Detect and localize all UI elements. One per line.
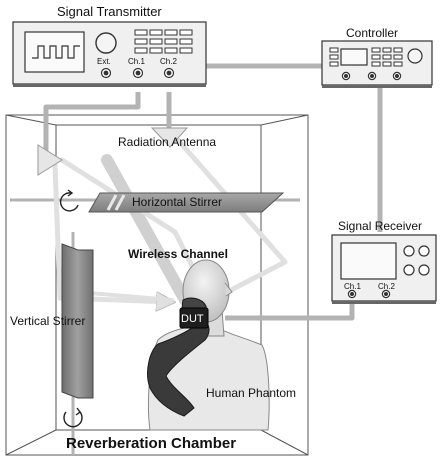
label-dut: DUT	[181, 313, 204, 325]
vertical-stirrer-plate	[61, 243, 94, 399]
controller-screen	[340, 48, 368, 66]
phantom-arm	[147, 321, 210, 417]
tx-antenna-left	[37, 144, 63, 176]
horizontal-stirrer-stripes	[106, 194, 126, 211]
transmitter-connectors	[100, 67, 175, 79]
transmitter-screen	[24, 31, 85, 73]
signal-transmitter	[12, 21, 207, 87]
controller-connectors	[341, 71, 402, 81]
controller	[321, 40, 433, 88]
label-human-phantom: Human Phantom	[206, 386, 296, 400]
controller-buttons	[329, 47, 403, 67]
transmitter-buttons	[134, 29, 193, 54]
label-rx-ch2: Ch.2	[378, 282, 395, 291]
label-radiation-antenna: Radiation Antenna	[118, 135, 216, 149]
label-signal-transmitter: Signal Transmitter	[57, 4, 162, 19]
label-ext: Ext.	[97, 57, 111, 66]
label-rx-ch1: Ch.1	[344, 282, 361, 291]
controller-knob-icon	[407, 48, 423, 64]
label-horizontal-stirrer: Horizontal Stirrer	[132, 195, 222, 209]
receiver-connectors	[347, 289, 391, 299]
square-wave	[32, 45, 80, 59]
vertical-rotation-icon	[63, 407, 83, 428]
receiver-screen	[340, 242, 397, 280]
radiation-antenna-cone	[150, 127, 189, 148]
label-tx-ch2: Ch.2	[160, 57, 177, 66]
label-vertical-stirrer: Vertical Stirrer	[10, 314, 85, 328]
horizontal-rotation-icon	[59, 189, 79, 212]
transmitter-knob-icon	[95, 32, 117, 54]
receiver-knobs	[403, 245, 430, 276]
label-tx-ch1: Ch.1	[128, 57, 145, 66]
horizontal-stirrer-plate	[88, 192, 285, 213]
dut-device	[179, 307, 209, 329]
cable-ch1-to-antenna	[43, 92, 141, 152]
signal-receiver	[331, 234, 437, 304]
cable-dut-to-receiver	[225, 300, 355, 321]
label-wireless-channel: Wireless Channel	[128, 247, 228, 261]
label-signal-receiver: Signal Receiver	[338, 219, 422, 233]
label-reverberation-chamber: Reverberation Chamber	[66, 435, 236, 452]
human-phantom	[147, 259, 270, 431]
cables	[43, 63, 383, 321]
label-controller: Controller	[346, 26, 398, 40]
